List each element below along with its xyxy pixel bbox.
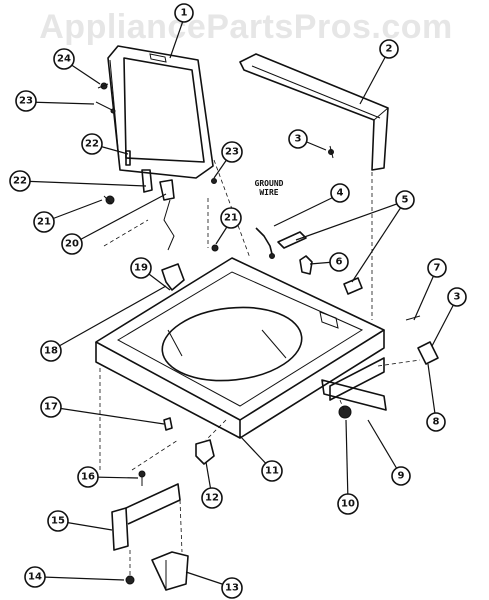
- watermark-text: AppliancePartsPros.com: [39, 8, 453, 46]
- callout-18: 18: [40, 340, 62, 362]
- callout-24: 24: [53, 48, 75, 70]
- callout-21-right: 21: [220, 207, 242, 229]
- callout-11: 11: [261, 460, 283, 482]
- svg-text:12: 12: [205, 493, 219, 504]
- svg-text:17: 17: [44, 402, 58, 413]
- svg-text:21: 21: [37, 217, 51, 228]
- svg-text:18: 18: [44, 346, 58, 357]
- svg-text:6: 6: [336, 257, 343, 268]
- callout-3-lower: 3: [447, 287, 467, 307]
- callout-20: 20: [61, 233, 83, 255]
- callout-6: 6: [329, 252, 349, 272]
- callout-19: 19: [130, 257, 152, 279]
- svg-text:15: 15: [51, 516, 65, 527]
- svg-text:4: 4: [337, 188, 344, 199]
- ground-wire-label: GROUND WIRE: [254, 179, 284, 197]
- callout-3-upper: 3: [288, 129, 308, 149]
- svg-text:13: 13: [225, 583, 239, 594]
- svg-text:16: 16: [81, 472, 95, 483]
- callout-21-left: 21: [33, 211, 55, 233]
- callout-12: 12: [201, 487, 223, 509]
- top-cover: [95, 257, 385, 439]
- lower-hinge-hardware: [111, 417, 215, 591]
- callout-7: 7: [427, 258, 447, 278]
- svg-text:21: 21: [224, 213, 238, 224]
- lid-frame: [107, 45, 214, 179]
- svg-text:24: 24: [57, 54, 71, 65]
- callout-16: 16: [77, 466, 99, 488]
- rear-control-panel: [239, 53, 389, 171]
- callout-2: 2: [379, 39, 399, 59]
- svg-text:22: 22: [13, 176, 27, 187]
- callout-23-left: 23: [15, 90, 37, 112]
- rear-support-and-latch: [321, 315, 439, 419]
- callout-22-lower: 22: [9, 170, 31, 192]
- svg-text:10: 10: [341, 499, 355, 510]
- svg-text:14: 14: [28, 572, 42, 583]
- svg-text:8: 8: [433, 417, 440, 428]
- svg-text:1: 1: [181, 8, 188, 19]
- svg-text:22: 22: [85, 139, 99, 150]
- svg-text:3: 3: [454, 292, 461, 303]
- callout-22-upper: 22: [81, 133, 103, 155]
- callout-17: 17: [40, 396, 62, 418]
- lid-hardware: [95, 82, 334, 252]
- svg-text:7: 7: [434, 263, 441, 274]
- assembly-dashed-lines: [99, 159, 421, 576]
- svg-text:9: 9: [398, 471, 405, 482]
- callout-10: 10: [337, 493, 359, 515]
- callout-1: 1: [174, 3, 194, 23]
- svg-text:20: 20: [65, 239, 79, 250]
- callout-15: 15: [47, 510, 69, 532]
- svg-text:19: 19: [134, 263, 148, 274]
- callout-8: 8: [426, 412, 446, 432]
- svg-text:2: 2: [386, 44, 393, 55]
- callout-9: 9: [391, 466, 411, 486]
- callout-23-right: 23: [221, 141, 243, 163]
- svg-text:5: 5: [402, 195, 409, 206]
- callout-4: 4: [330, 183, 350, 203]
- callout-13: 13: [221, 577, 243, 599]
- svg-text:23: 23: [225, 147, 239, 158]
- leader-lines: [19, 17, 458, 588]
- callout-14: 14: [24, 566, 46, 588]
- svg-text:3: 3: [295, 134, 302, 145]
- callout-5: 5: [395, 190, 415, 210]
- svg-text:11: 11: [265, 466, 279, 477]
- svg-text:23: 23: [19, 96, 33, 107]
